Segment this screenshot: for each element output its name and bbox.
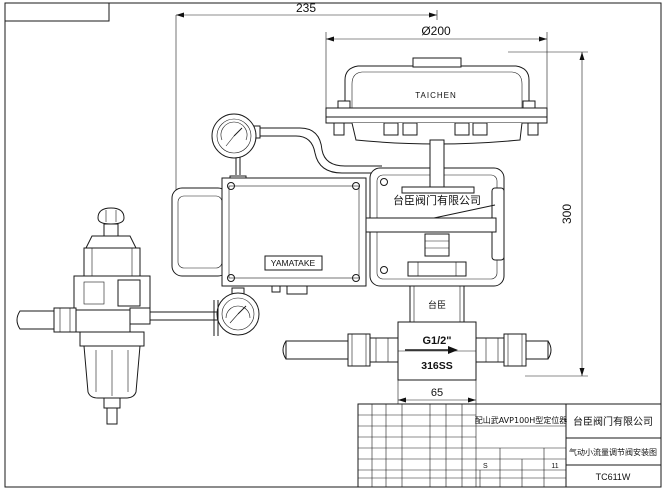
- title-company: 台臣阀门有限公司: [573, 415, 653, 428]
- top-left-title-box: [4, 2, 110, 22]
- title-code-s: S: [483, 463, 488, 470]
- dimension-300-label: 300: [560, 204, 574, 224]
- positioner-brand-label: YAMATAKE: [271, 258, 316, 268]
- actuator-diaphragm: [325, 57, 548, 145]
- body-material-label: 316SS: [421, 360, 453, 372]
- dimension-65: [397, 380, 477, 404]
- air-tubing: [258, 127, 382, 174]
- lower-pressure-gauge: [216, 287, 260, 336]
- drawing-frame: [4, 2, 662, 488]
- dimension-235-label: 235: [296, 1, 316, 15]
- left-pipe-fitting: [282, 333, 399, 367]
- connection-size-label: G1/2": [422, 335, 451, 347]
- filter-regulator: [53, 207, 151, 425]
- valve-neck: [409, 285, 465, 323]
- dimension-235: [175, 10, 438, 190]
- valve-yoke: [365, 139, 505, 287]
- dimension-65-label: 65: [431, 387, 443, 399]
- title-drawing-number: TC611W: [596, 472, 631, 482]
- neck-label: 台臣: [428, 299, 446, 311]
- right-pipe-fitting: [475, 333, 552, 367]
- company-name-on-yoke: 台臣阀门有限公司: [393, 193, 481, 207]
- title-positioner-spec: 配山武AVP100H型定位器: [475, 415, 568, 425]
- title-block: [357, 403, 662, 488]
- title-sheet-value: 11: [551, 463, 558, 470]
- actuator-brand-label: TAICHEN: [415, 91, 457, 100]
- positioner-housing: [171, 177, 367, 295]
- dimension-300: [508, 51, 588, 377]
- title-drawing-name: 气动小流量调节阀安装图: [569, 447, 657, 457]
- dimension-diameter-label: Ø200: [421, 24, 451, 38]
- supply-air-line: [16, 300, 219, 336]
- dimension-diameter: [325, 32, 548, 112]
